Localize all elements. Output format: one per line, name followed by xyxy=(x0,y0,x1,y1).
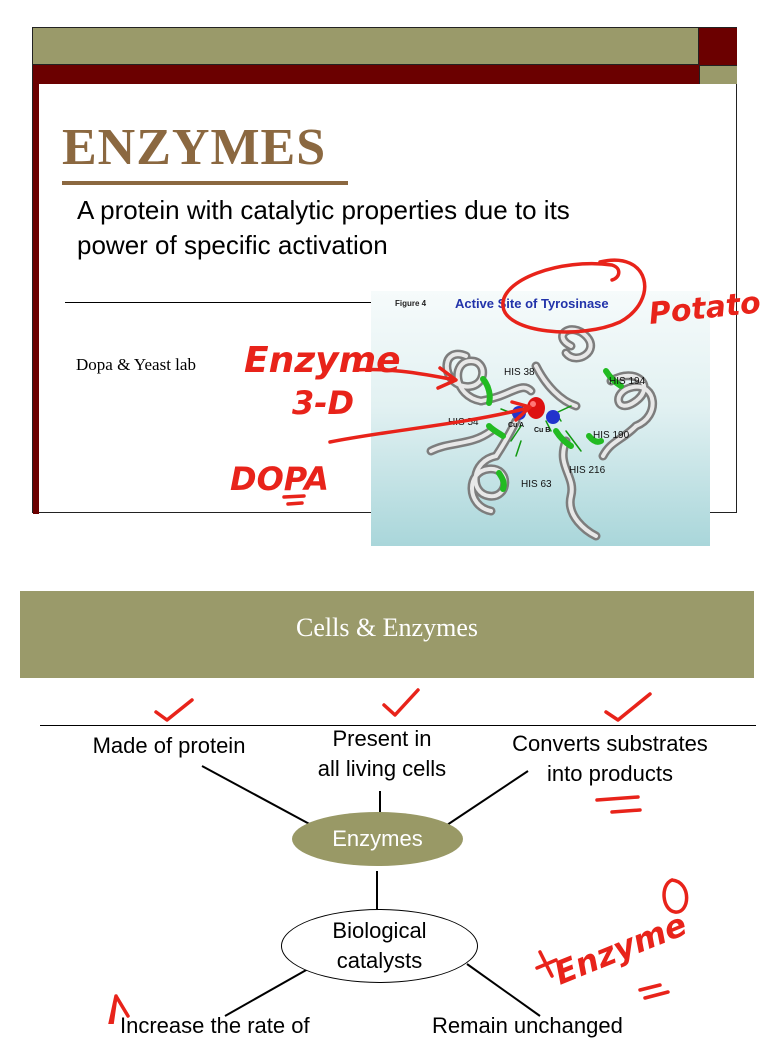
lab-note: Dopa & Yeast lab xyxy=(76,355,196,374)
ink-underline-products xyxy=(595,795,642,814)
property-made-of-protein: Made of protein xyxy=(92,733,246,758)
slide-header-bar: Cells & Enzymes xyxy=(20,591,754,678)
slide-title: ENZYMES xyxy=(62,119,327,176)
bio-line-1: Biological xyxy=(332,918,427,943)
residue-his-190: HIS 190 xyxy=(593,430,630,441)
converts-line-2: into products xyxy=(547,761,673,786)
slide-accent-corner-square xyxy=(699,65,737,84)
copper-b-label: Cu B xyxy=(534,427,551,434)
figure-number: Figure 4 xyxy=(395,299,427,308)
ink-text-enzyme-2: Enzyme xyxy=(549,905,692,992)
protein-ribbon-illustration xyxy=(426,325,657,541)
definition-line-1: A protein with catalytic properties due … xyxy=(77,195,570,225)
residue-his-216: HIS 216 xyxy=(569,465,606,476)
residue-his-63: HIS 63 xyxy=(521,479,552,490)
divider-rule xyxy=(40,725,756,726)
ink-arrow-dopa xyxy=(328,400,532,444)
ink-underline-enzyme xyxy=(638,983,670,1000)
ink-asterisk xyxy=(535,950,558,978)
copper-a-label: Cu A xyxy=(508,422,525,429)
bio-line-2: catalysts xyxy=(336,948,423,973)
definition-line-2: power of specific activation xyxy=(77,230,388,260)
enzymes-node xyxy=(292,812,463,866)
ink-text-dopa: DOPA xyxy=(230,460,329,498)
title-underline xyxy=(62,181,348,185)
slide-accent-bar xyxy=(33,65,699,84)
converts-line-1: Converts substrates xyxy=(512,731,708,756)
slide-left-bar xyxy=(33,65,39,514)
biological-catalysts-label: Biological catalysts xyxy=(281,916,478,976)
present-line-1: Present in xyxy=(332,726,432,751)
residue-his-194: HIS 194 xyxy=(609,376,646,387)
slide-top-corner-square xyxy=(699,28,737,65)
ink-underline-dopa xyxy=(282,494,306,506)
present-line-2: all living cells xyxy=(317,756,447,781)
residue-his-38: HIS 38 xyxy=(504,367,535,378)
concept-map-connectors xyxy=(201,765,541,1017)
property-present-in-cells: Present in all living cells xyxy=(292,724,472,784)
ink-up-arrow xyxy=(108,994,130,1024)
slide-definition: A protein with catalytic properties due … xyxy=(77,193,677,263)
ink-text-3d: 3-D xyxy=(292,384,354,422)
divider-rule xyxy=(65,302,403,303)
ink-zero xyxy=(662,878,689,914)
slide-title: Cells & Enzymes xyxy=(296,613,478,642)
ink-check-3 xyxy=(604,692,652,722)
ink-check-2 xyxy=(382,688,420,717)
ink-text-potato: Potato xyxy=(647,285,762,332)
ink-text-enzyme: Enzyme xyxy=(244,340,401,381)
slide-cells-and-enzymes: Cells & Enzymes Made of protein Present … xyxy=(20,591,756,1038)
slide-top-bar xyxy=(33,28,699,65)
ink-arrow-enzyme xyxy=(353,366,458,390)
figure-title: Active Site of Tyrosinase xyxy=(455,296,609,311)
ink-circle-around-title xyxy=(501,258,647,334)
biological-catalysts-node xyxy=(281,909,478,983)
tyrosinase-figure: Figure 4 Active Site of Tyrosinase xyxy=(371,291,710,546)
property-converts-substrates: Converts substrates into products xyxy=(490,729,730,789)
ink-check-1 xyxy=(154,698,194,722)
enzymes-node-label: Enzymes xyxy=(332,826,423,851)
